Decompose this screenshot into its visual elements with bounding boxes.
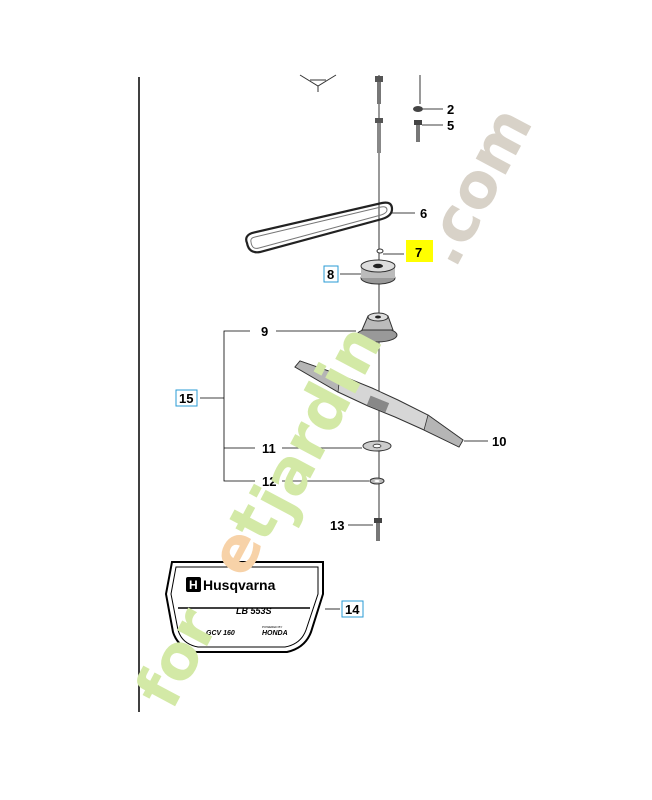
decal-part bbox=[164, 561, 340, 653]
watermark-com: .com bbox=[404, 95, 547, 277]
large-washer-part bbox=[282, 440, 392, 452]
shaft-bolt bbox=[375, 76, 383, 153]
blade-boss-part bbox=[356, 312, 398, 343]
callout-6: 6 bbox=[420, 206, 427, 221]
callout-14: 14 bbox=[345, 602, 360, 617]
pulley-part bbox=[340, 259, 396, 285]
group-15-bracket bbox=[200, 330, 255, 482]
bolt-part bbox=[414, 120, 443, 142]
decal-engine-brand: HONDA bbox=[262, 630, 288, 637]
callout-13: 13 bbox=[330, 518, 344, 533]
callout-7-highlight bbox=[406, 240, 433, 262]
callout-15-box bbox=[175, 389, 198, 407]
watermark-jardin: jardin bbox=[235, 313, 396, 530]
callout-12: 12 bbox=[262, 474, 276, 489]
callout-14-box bbox=[341, 600, 364, 618]
callout-8-box bbox=[323, 265, 339, 283]
svg-text:H: H bbox=[189, 578, 198, 592]
callout-10: 10 bbox=[492, 434, 506, 449]
decal-model: LB 553S bbox=[236, 606, 272, 616]
callout-8: 8 bbox=[327, 267, 334, 282]
callout-7: 7 bbox=[415, 245, 422, 260]
callout-2: 2 bbox=[447, 102, 454, 117]
callout-11: 11 bbox=[262, 441, 276, 456]
key-part bbox=[376, 248, 404, 255]
watermark: for e t jardin .com bbox=[121, 95, 547, 719]
top-housing-fragment bbox=[299, 74, 337, 92]
blade-bolt-part bbox=[348, 518, 382, 541]
belt-part bbox=[245, 201, 415, 254]
small-washer-part bbox=[282, 477, 385, 485]
decal-engine-brand-prefix: POWERED BY bbox=[262, 625, 282, 629]
decal-engine: GCV 160 bbox=[206, 630, 235, 637]
callout-15: 15 bbox=[179, 391, 193, 406]
blade-part bbox=[294, 360, 488, 448]
callout-5: 5 bbox=[447, 118, 454, 133]
callout-9: 9 bbox=[261, 324, 268, 339]
decal-logo-icon: H bbox=[186, 577, 201, 592]
washer-part bbox=[413, 106, 443, 112]
decal-brand: Husqvarna bbox=[203, 577, 276, 593]
